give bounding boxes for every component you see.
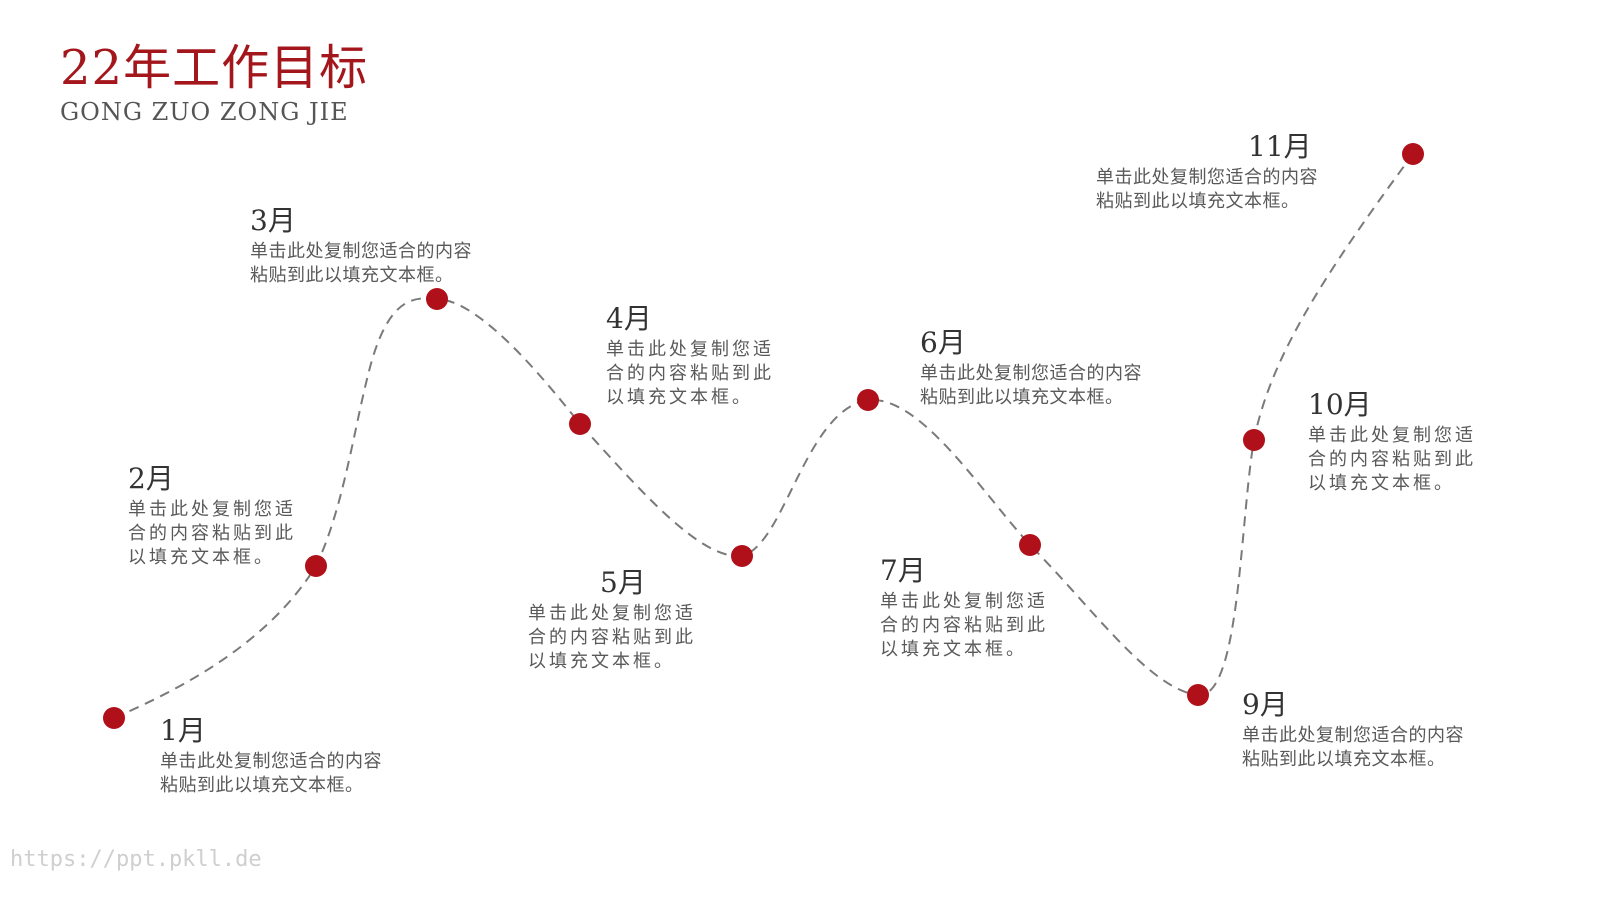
milestone-desc: 单击此处复制您适合的内容 粘贴到此以填充文本框。 xyxy=(160,751,382,796)
milestone-month: 7月 xyxy=(880,554,926,587)
milestone-month: 11月 xyxy=(1248,130,1312,163)
milestone-desc: 单击此处复制您适 合的内容粘贴到此 以填充文本框。 xyxy=(528,603,696,672)
milestone-desc: 单击此处复制您适 合的内容粘贴到此 以填充文本框。 xyxy=(606,339,774,408)
page-title: 22年工作目标 xyxy=(60,40,369,96)
milestone-month: 6月 xyxy=(920,326,966,359)
dot-5 xyxy=(731,545,753,567)
dot-9 xyxy=(1187,684,1209,706)
milestone-desc: 单击此处复制您适合的内容 粘贴到此以填充文本框。 xyxy=(920,363,1142,408)
dot-7 xyxy=(1019,534,1041,556)
milestone-month: 4月 xyxy=(606,302,652,335)
dot-11 xyxy=(1402,143,1424,165)
milestone-6: 6月 单击此处复制您适合的内容 粘贴到此以填充文本框。 xyxy=(920,324,1142,410)
dot-1 xyxy=(103,707,125,729)
milestone-month: 10月 xyxy=(1308,388,1372,421)
milestone-month: 1月 xyxy=(160,714,206,747)
milestone-month: 3月 xyxy=(250,204,296,237)
dot-3 xyxy=(426,288,448,310)
milestone-4: 4月 单击此处复制您适 合的内容粘贴到此 以填充文本框。 xyxy=(606,300,774,410)
milestone-desc: 单击此处复制您适合的内容 粘贴到此以填充文本框。 xyxy=(250,241,472,286)
dot-2 xyxy=(305,555,327,577)
dot-10 xyxy=(1243,429,1265,451)
milestone-10: 10月 单击此处复制您适 合的内容粘贴到此 以填充文本框。 xyxy=(1308,386,1476,496)
milestone-desc: 单击此处复制您适 合的内容粘贴到此 以填充文本框。 xyxy=(128,499,296,568)
dot-4 xyxy=(569,413,591,435)
milestone-5: 5月 单击此处复制您适 合的内容粘贴到此 以填充文本框。 xyxy=(528,564,696,674)
milestone-1: 1月 单击此处复制您适合的内容 粘贴到此以填充文本框。 xyxy=(160,712,382,798)
milestone-desc: 单击此处复制您适 合的内容粘贴到此 以填充文本框。 xyxy=(1308,425,1476,494)
milestone-month: 2月 xyxy=(128,462,174,495)
milestone-desc: 单击此处复制您适合的内容 粘贴到此以填充文本框。 xyxy=(1242,725,1464,770)
timeline-dashed-path xyxy=(113,153,1414,719)
milestone-2: 2月 单击此处复制您适 合的内容粘贴到此 以填充文本框。 xyxy=(128,460,296,570)
timeline-dots xyxy=(103,143,1424,729)
milestone-month: 5月 xyxy=(600,566,646,599)
milestone-11: 11月 单击此处复制您适合的内容 粘贴到此以填充文本框。 xyxy=(1096,128,1318,214)
page-subtitle: GONG ZUO ZONG JIE xyxy=(60,98,349,126)
milestone-3: 3月 单击此处复制您适合的内容 粘贴到此以填充文本框。 xyxy=(250,202,472,288)
milestone-7: 7月 单击此处复制您适 合的内容粘贴到此 以填充文本框。 xyxy=(880,552,1048,662)
watermark-text: https://ppt.pkll.de xyxy=(10,847,262,872)
milestone-9: 9月 单击此处复制您适合的内容 粘贴到此以填充文本框。 xyxy=(1242,686,1464,772)
milestone-desc: 单击此处复制您适合的内容 粘贴到此以填充文本框。 xyxy=(1096,167,1318,212)
milestone-month: 9月 xyxy=(1242,688,1288,721)
milestone-desc: 单击此处复制您适 合的内容粘贴到此 以填充文本框。 xyxy=(880,591,1048,660)
dot-6 xyxy=(857,389,879,411)
